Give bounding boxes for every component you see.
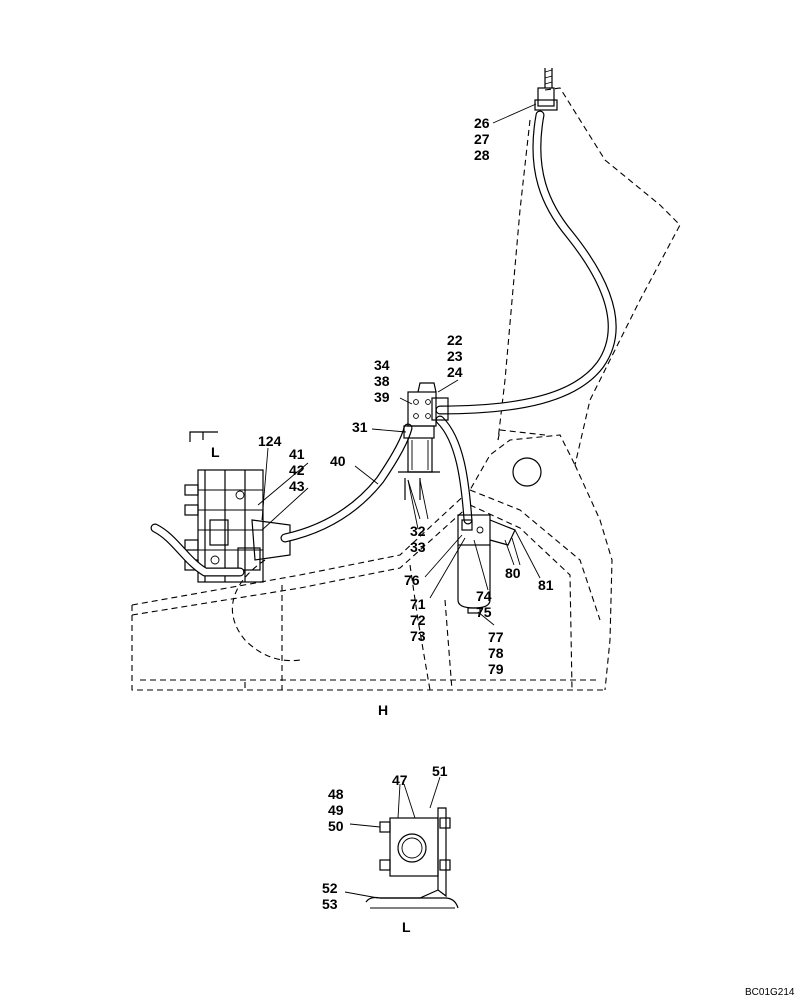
callout-80: 80 (505, 565, 521, 581)
callout-22: 22 23 24 (447, 332, 463, 380)
callout-text: 50 (328, 818, 344, 834)
callout-text: 42 (289, 462, 305, 478)
callout-text: 49 (328, 802, 344, 818)
callout-text: 23 (447, 348, 463, 364)
callout-text: 48 (328, 786, 344, 802)
return-hose-left (150, 523, 245, 577)
view-marker-l: L (211, 444, 220, 460)
callout-text: 41 (289, 446, 305, 462)
callout-text: 22 (447, 332, 463, 348)
callout-32: 32 33 (410, 523, 426, 555)
callout-34: 34 38 39 (374, 357, 390, 405)
hose-26-to-block (435, 110, 617, 415)
callout-text: 78 (488, 645, 504, 661)
top-fitting (534, 68, 558, 111)
callout-text: 74 (476, 588, 492, 604)
callout-text: 32 (410, 523, 426, 539)
drawing-code: BC01G214 (745, 987, 795, 998)
callout-26: 26 27 28 (474, 115, 490, 163)
callout-77: 77 78 79 (488, 629, 504, 677)
boom-outline (497, 87, 681, 691)
callout-124: 124 (258, 433, 282, 449)
filter-assembly (457, 514, 516, 614)
callout-48: 48 49 50 (328, 786, 344, 834)
bracket-32 (398, 438, 440, 500)
callout-text: 34 (374, 357, 390, 373)
callout-81: 81 (538, 577, 554, 593)
callout-text: 26 (474, 115, 490, 131)
callout-text: 73 (410, 628, 426, 644)
callout-text: 28 (474, 147, 490, 163)
callout-47: 47 (392, 772, 408, 788)
callout-text: 27 (474, 131, 490, 147)
callout-text: 72 (410, 612, 426, 628)
callout-74: 74 75 (476, 588, 492, 620)
leader-lines (257, 103, 541, 626)
manifold-block (403, 382, 449, 439)
callout-text: 38 (374, 373, 390, 389)
control-valve (184, 431, 291, 583)
callout-52: 52 53 (322, 880, 338, 912)
callout-31: 31 (352, 419, 368, 435)
hose-to-filter (435, 415, 473, 525)
callout-40: 40 (330, 453, 346, 469)
view-label-l: L (402, 919, 411, 935)
drain-line (231, 559, 301, 662)
callout-41: 41 42 43 (289, 446, 305, 494)
callout-text: 33 (410, 539, 426, 555)
callout-76: 76 (404, 572, 420, 588)
callout-text: 24 (447, 364, 463, 380)
callout-71: 71 72 73 (410, 596, 426, 644)
callout-text: 77 (488, 629, 504, 645)
callout-text: 79 (488, 661, 504, 677)
callout-51: 51 (432, 763, 448, 779)
callout-text: 39 (374, 389, 390, 405)
chassis-outline (131, 429, 605, 691)
callout-text: 75 (476, 604, 492, 620)
callout-text: 52 (322, 880, 338, 896)
detail-view-l (344, 776, 459, 909)
view-label-h: H (378, 702, 388, 718)
callout-text: 53 (322, 896, 338, 912)
callout-text: 71 (410, 596, 426, 612)
callout-text: 43 (289, 478, 305, 494)
